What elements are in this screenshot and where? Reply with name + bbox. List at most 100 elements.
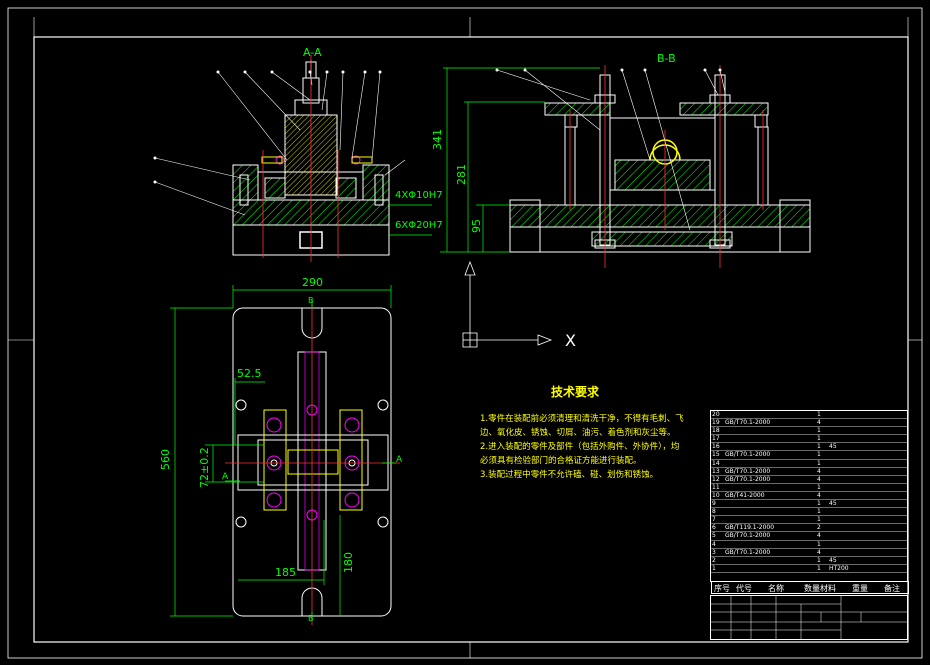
bom-cell-no: 1 — [712, 564, 716, 572]
bom-cell-code: GB/T70.1-2000 — [725, 451, 771, 459]
bom-cell-qty: 4 — [817, 548, 821, 556]
bom-header-mat: 材料 — [820, 584, 836, 593]
bom-cell-mat — [829, 476, 857, 483]
bom-cell-note — [871, 484, 907, 491]
bom-cell-name — [783, 476, 815, 483]
bom-cell-mat — [829, 549, 857, 556]
section-bb-view — [440, 65, 811, 268]
bom-cell-no: 19 — [712, 419, 720, 427]
bom-cell-note — [871, 500, 907, 507]
bom-cell-qty: 4 — [817, 419, 821, 427]
bom-cell-mat — [829, 484, 857, 491]
bom-cell-note — [871, 565, 907, 572]
hole-4x-dimension: 4XΦ10H7 — [395, 190, 443, 201]
bom-cell-note — [871, 411, 907, 418]
bom-cell-note — [871, 549, 907, 556]
tech-req-line-2: 边、氧化皮、锈蚀、切屑、油污、着色剂和灰尘等。 — [480, 428, 676, 438]
section-marker-a-left: A — [222, 472, 229, 482]
bom-cell-name — [783, 411, 815, 418]
bom-row: 3 GB/T70.1-2000 4 — [711, 549, 907, 557]
bom-cell-code — [725, 565, 781, 572]
bom-cell-no: 12 — [712, 475, 720, 483]
bom-cell-mat: 45 — [829, 500, 837, 508]
height-560-dimension: 560 — [159, 449, 172, 470]
bom-cell-no: 16 — [712, 443, 720, 451]
bom-cell-name — [783, 516, 815, 523]
bom-cell-name — [783, 524, 815, 531]
title-block — [710, 595, 908, 640]
bom-cell-qty: 1 — [817, 556, 821, 564]
bom-cell-no: 15 — [712, 451, 720, 459]
section-marker-b-bottom: B — [308, 614, 314, 623]
section-aa-label: A-A — [303, 46, 322, 59]
bom-cell-no: 6 — [712, 524, 716, 532]
bom-cell-mat — [829, 541, 857, 548]
bom-cell-no: 11 — [712, 483, 720, 491]
dim-72-tolerance: 72±0.2 — [198, 447, 211, 488]
bom-cell-qty: 1 — [817, 427, 821, 435]
tech-req-line-5: 3.装配过程中零件不允许磕、碰、划伤和锈蚀。 — [480, 470, 659, 480]
bom-cell-note — [871, 443, 907, 450]
bom-cell-qty: 1 — [817, 443, 821, 451]
bom-cell-qty: 1 — [817, 435, 821, 443]
technical-requirements-title: 技术要求 — [550, 385, 599, 399]
bom-cell-mat — [829, 524, 857, 531]
tech-req-line-1: 1.零件在装配前必须清理和清洗干净，不得有毛刺、飞 — [480, 414, 684, 424]
bom-cell-no: 10 — [712, 491, 720, 499]
bom-cell-code — [725, 484, 781, 491]
bom-cell-code: GB/T70.1-2000 — [725, 548, 771, 556]
ucs-x-label: X — [565, 331, 576, 350]
bom-cell-note — [871, 524, 907, 531]
bom-cell-name — [783, 484, 815, 491]
bom-cell-name — [783, 443, 815, 450]
bom-header-no: 序号 — [714, 584, 730, 593]
section-marker-b-top: B — [308, 296, 314, 305]
height-281-dimension: 281 — [455, 164, 468, 185]
bom-cell-name — [783, 541, 815, 548]
bom-cell-name — [783, 451, 815, 458]
bom-cell-mat — [829, 508, 857, 515]
bom-cell-mat — [829, 532, 857, 539]
technical-requirements: 技术要求 1.零件在装配前必须清理和清洗干净，不得有毛刺、飞 边、氧化皮、锈蚀、… — [480, 383, 710, 482]
bom-cell-qty: 1 — [817, 411, 821, 418]
bom-cell-qty: 1 — [817, 451, 821, 459]
bom-cell-code — [725, 427, 781, 434]
bom-cell-no: 13 — [712, 467, 720, 475]
bom-cell-name — [783, 460, 815, 467]
bom-cell-no: 9 — [712, 500, 716, 508]
bom-row: 9 1 45 — [711, 500, 907, 509]
ucs-icon — [462, 260, 553, 348]
bom-cell-no: 20 — [712, 411, 720, 418]
bom-cell-mat — [829, 492, 857, 499]
bom-cell-note — [871, 476, 907, 483]
bom-cell-note — [871, 427, 907, 434]
bom-cell-mat: 45 — [829, 556, 837, 564]
width-290-dimension: 290 — [302, 276, 323, 289]
bom-cell-qty: 1 — [817, 500, 821, 508]
bom-cell-mat — [829, 468, 857, 475]
bom-cell-name — [783, 549, 815, 556]
hole-6x-dimension: 6XΦ20H7 — [395, 220, 443, 231]
bom-cell-no: 3 — [712, 548, 716, 556]
bom-cell-mat: HT200 — [829, 564, 849, 572]
bom-cell-name — [783, 500, 815, 507]
section-marker-a-right: A — [396, 455, 403, 465]
bom-cell-name — [783, 419, 815, 426]
bom-cell-no: 5 — [712, 532, 716, 540]
bom-cell-note — [871, 492, 907, 499]
bom-cell-name — [783, 557, 815, 564]
bom-cell-mat — [829, 435, 857, 442]
